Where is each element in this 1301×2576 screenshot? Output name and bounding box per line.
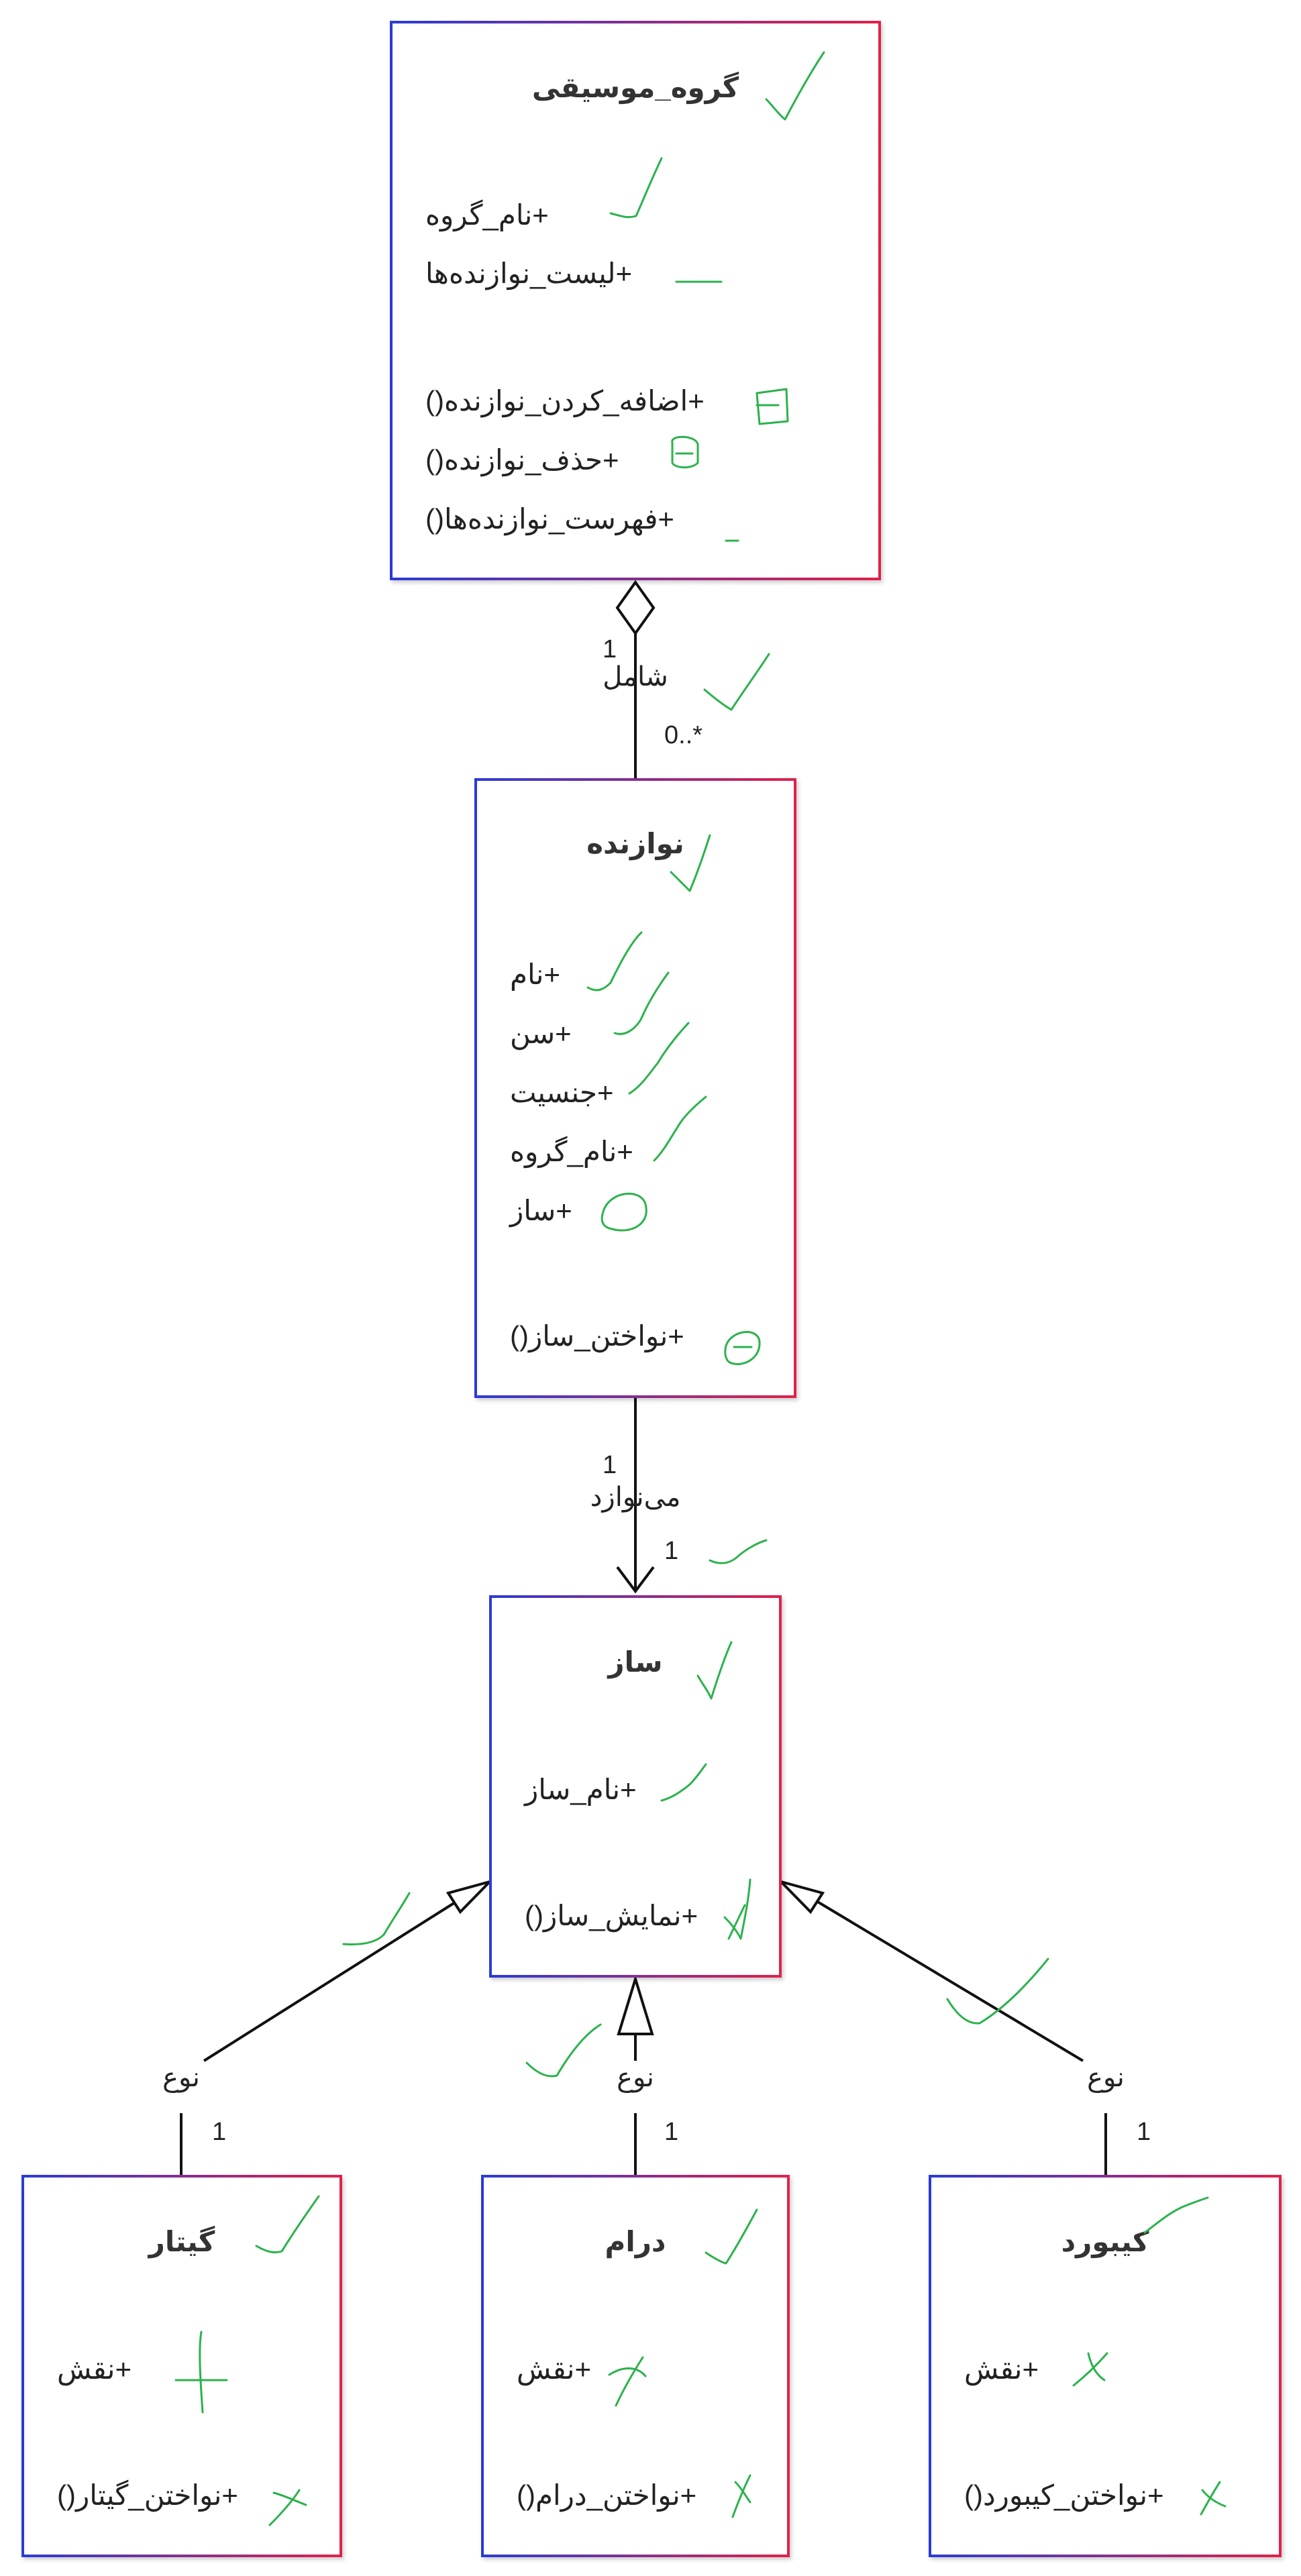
- attribute: +نقش: [964, 2353, 1039, 2385]
- relation-contains-label: شامل: [603, 662, 668, 692]
- review-marks: [174, 51, 1227, 2526]
- x-mark: [268, 2489, 307, 2526]
- check-mark: [696, 1641, 733, 1700]
- method: +حذف_نوازنده(): [425, 444, 619, 476]
- attribute: +ساز: [509, 1195, 572, 1227]
- relation-contains-mult-target: 0..*: [664, 721, 702, 749]
- relation-drum-type-label: نوع: [617, 2063, 654, 2093]
- relation-plays-mult-source: 1: [603, 1451, 617, 1479]
- class-title: کیبورد: [1061, 2226, 1149, 2259]
- attribute: +نام_ساز: [523, 1774, 637, 1806]
- attribute: +نام_گروه: [425, 199, 549, 231]
- check-mark: [525, 2023, 602, 2078]
- check-mark: [670, 834, 711, 892]
- class-title: گیتار: [148, 2225, 215, 2258]
- class-musician: نوازنده +نام +سن +جنسیت +نام_گروه +ساز +…: [474, 778, 796, 1398]
- relation-contains-mult-source: 1: [603, 635, 617, 663]
- check-mark: [946, 1957, 1049, 2025]
- check-mark: [705, 2208, 758, 2265]
- inheritance-triangle: [776, 1879, 825, 1915]
- circle-mark: [724, 1331, 761, 1365]
- relation-guitar-type-mult: 1: [212, 2118, 226, 2146]
- method: +اضافه_کردن_نوازنده(): [425, 385, 705, 417]
- inheritance-triangle: [617, 1974, 654, 2035]
- class-keyboard: کیبورد +نقش +نواختن_کیبورد(): [929, 2175, 1282, 2557]
- box-mark: [756, 388, 789, 425]
- check-mark: [609, 157, 663, 219]
- check-mark: [765, 51, 825, 121]
- x-mark: [608, 2356, 647, 2407]
- check-mark: [703, 653, 770, 711]
- box-mark: [671, 435, 699, 469]
- x-mark: [1072, 2352, 1108, 2387]
- attribute: +نام_گروه: [510, 1136, 633, 1168]
- relation-drum-type: نوع 1: [617, 1974, 678, 2176]
- relation-keyboard-type-mult: 1: [1137, 2118, 1151, 2146]
- check-mark: [628, 1022, 690, 1095]
- attribute: +سن: [510, 1018, 572, 1050]
- check-mark: [660, 1763, 707, 1802]
- class-title: گروه_موسیقی: [532, 71, 739, 105]
- check-mark: [1143, 2196, 1209, 2234]
- class-guitar: گیتار +نقش +نواختن_گیتار(): [21, 2175, 342, 2557]
- attribute: +نقش: [517, 2353, 591, 2385]
- relation-plays-mult-target: 1: [664, 1537, 678, 1565]
- relation-plays: می‌نوازد 1 1: [590, 1397, 681, 1594]
- check-mark: [653, 1095, 707, 1162]
- relation-keyboard-type-label: نوع: [1087, 2063, 1125, 2093]
- attribute: +جنسیت: [510, 1077, 614, 1108]
- check-mark: [255, 2195, 320, 2254]
- attribute: +نام: [510, 959, 560, 991]
- method: +نواختن_درام(): [517, 2479, 696, 2512]
- method: +نواختن_گیتار(): [57, 2479, 238, 2512]
- class-drum: درام +نقش +نواختن_درام(): [481, 2175, 790, 2557]
- check-mark: [723, 1878, 751, 1940]
- check-mark: [586, 931, 643, 991]
- check-mark: [709, 1539, 768, 1564]
- check-mark: [342, 1892, 411, 1945]
- plus-mark: [174, 2330, 228, 2414]
- class-music-group: گروه_موسیقی +نام_گروه +لیست_نوازنده‌ها +…: [390, 21, 881, 580]
- attribute: +نقش: [57, 2353, 132, 2385]
- class-title: درام: [605, 2226, 666, 2259]
- relation-guitar-type-label: نوع: [162, 2063, 200, 2093]
- relation-drum-type-mult: 1: [664, 2118, 678, 2146]
- relation-plays-label: می‌نوازد: [590, 1483, 681, 1513]
- attribute: +لیست_نوازنده‌ها: [425, 258, 632, 290]
- relation-contains: شامل 1 0..*: [603, 580, 702, 780]
- method: +نواختن_کیبورد(): [964, 2479, 1164, 2512]
- class-title: نوازنده: [586, 828, 684, 861]
- x-mark: [731, 2474, 751, 2518]
- inheritance-triangle: [446, 1879, 495, 1915]
- circle-mark: [601, 1193, 647, 1232]
- x-mark: [1200, 2481, 1227, 2516]
- relation-keyboard-type: نوع 1: [776, 1879, 1151, 2176]
- check-mark: [613, 971, 670, 1035]
- method: +نمایش_ساز(): [525, 1900, 698, 1932]
- class-instrument: ساز +نام_ساز +نمایش_ساز(): [489, 1595, 782, 1978]
- relation-guitar-type: نوع 1: [162, 1879, 495, 2176]
- method: +نواختن_ساز(): [510, 1320, 684, 1352]
- aggregation-diamond: [615, 580, 656, 636]
- method: +فهرست_نوازنده‌ها(): [425, 503, 674, 536]
- association-arrowhead: [616, 1566, 655, 1594]
- class-title: ساز: [607, 1646, 662, 1678]
